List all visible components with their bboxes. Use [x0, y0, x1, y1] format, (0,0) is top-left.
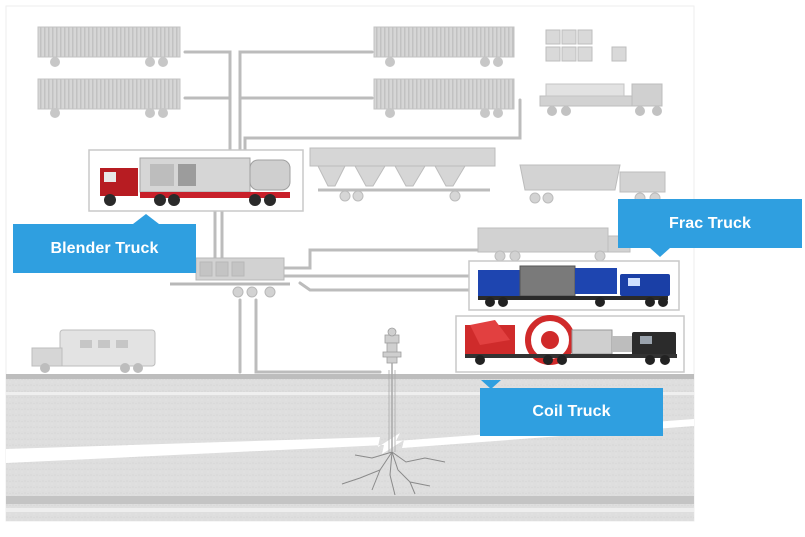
sand-trailer-4	[373, 78, 515, 118]
coil-callout-pointer	[481, 380, 501, 389]
frac-truck-highlight	[468, 260, 680, 311]
wellhead	[382, 327, 402, 364]
tote-truck	[539, 83, 663, 116]
sand-trailer-2	[37, 78, 181, 118]
dump-truck	[519, 164, 666, 204]
chemical-totes	[545, 29, 627, 62]
coil-truck-highlight	[455, 315, 685, 373]
coil-truck-label[interactable]: Coil Truck	[480, 388, 663, 436]
blender-truck-label[interactable]: Blender Truck	[13, 224, 196, 273]
frac-callout-pointer	[650, 248, 670, 257]
sand-trailer-1	[37, 26, 181, 67]
piping-network	[183, 50, 522, 374]
fracture-cracks	[341, 451, 446, 496]
data-van	[31, 329, 156, 373]
blender-callout-pointer	[133, 214, 159, 224]
sand-hopper-trailer	[309, 147, 496, 202]
blender-truck-highlight	[88, 149, 304, 212]
manifold-trailer	[170, 257, 290, 298]
sand-trailer-3	[373, 26, 515, 67]
fracture-band	[6, 419, 694, 463]
frac-truck-label[interactable]: Frac Truck	[618, 199, 802, 248]
